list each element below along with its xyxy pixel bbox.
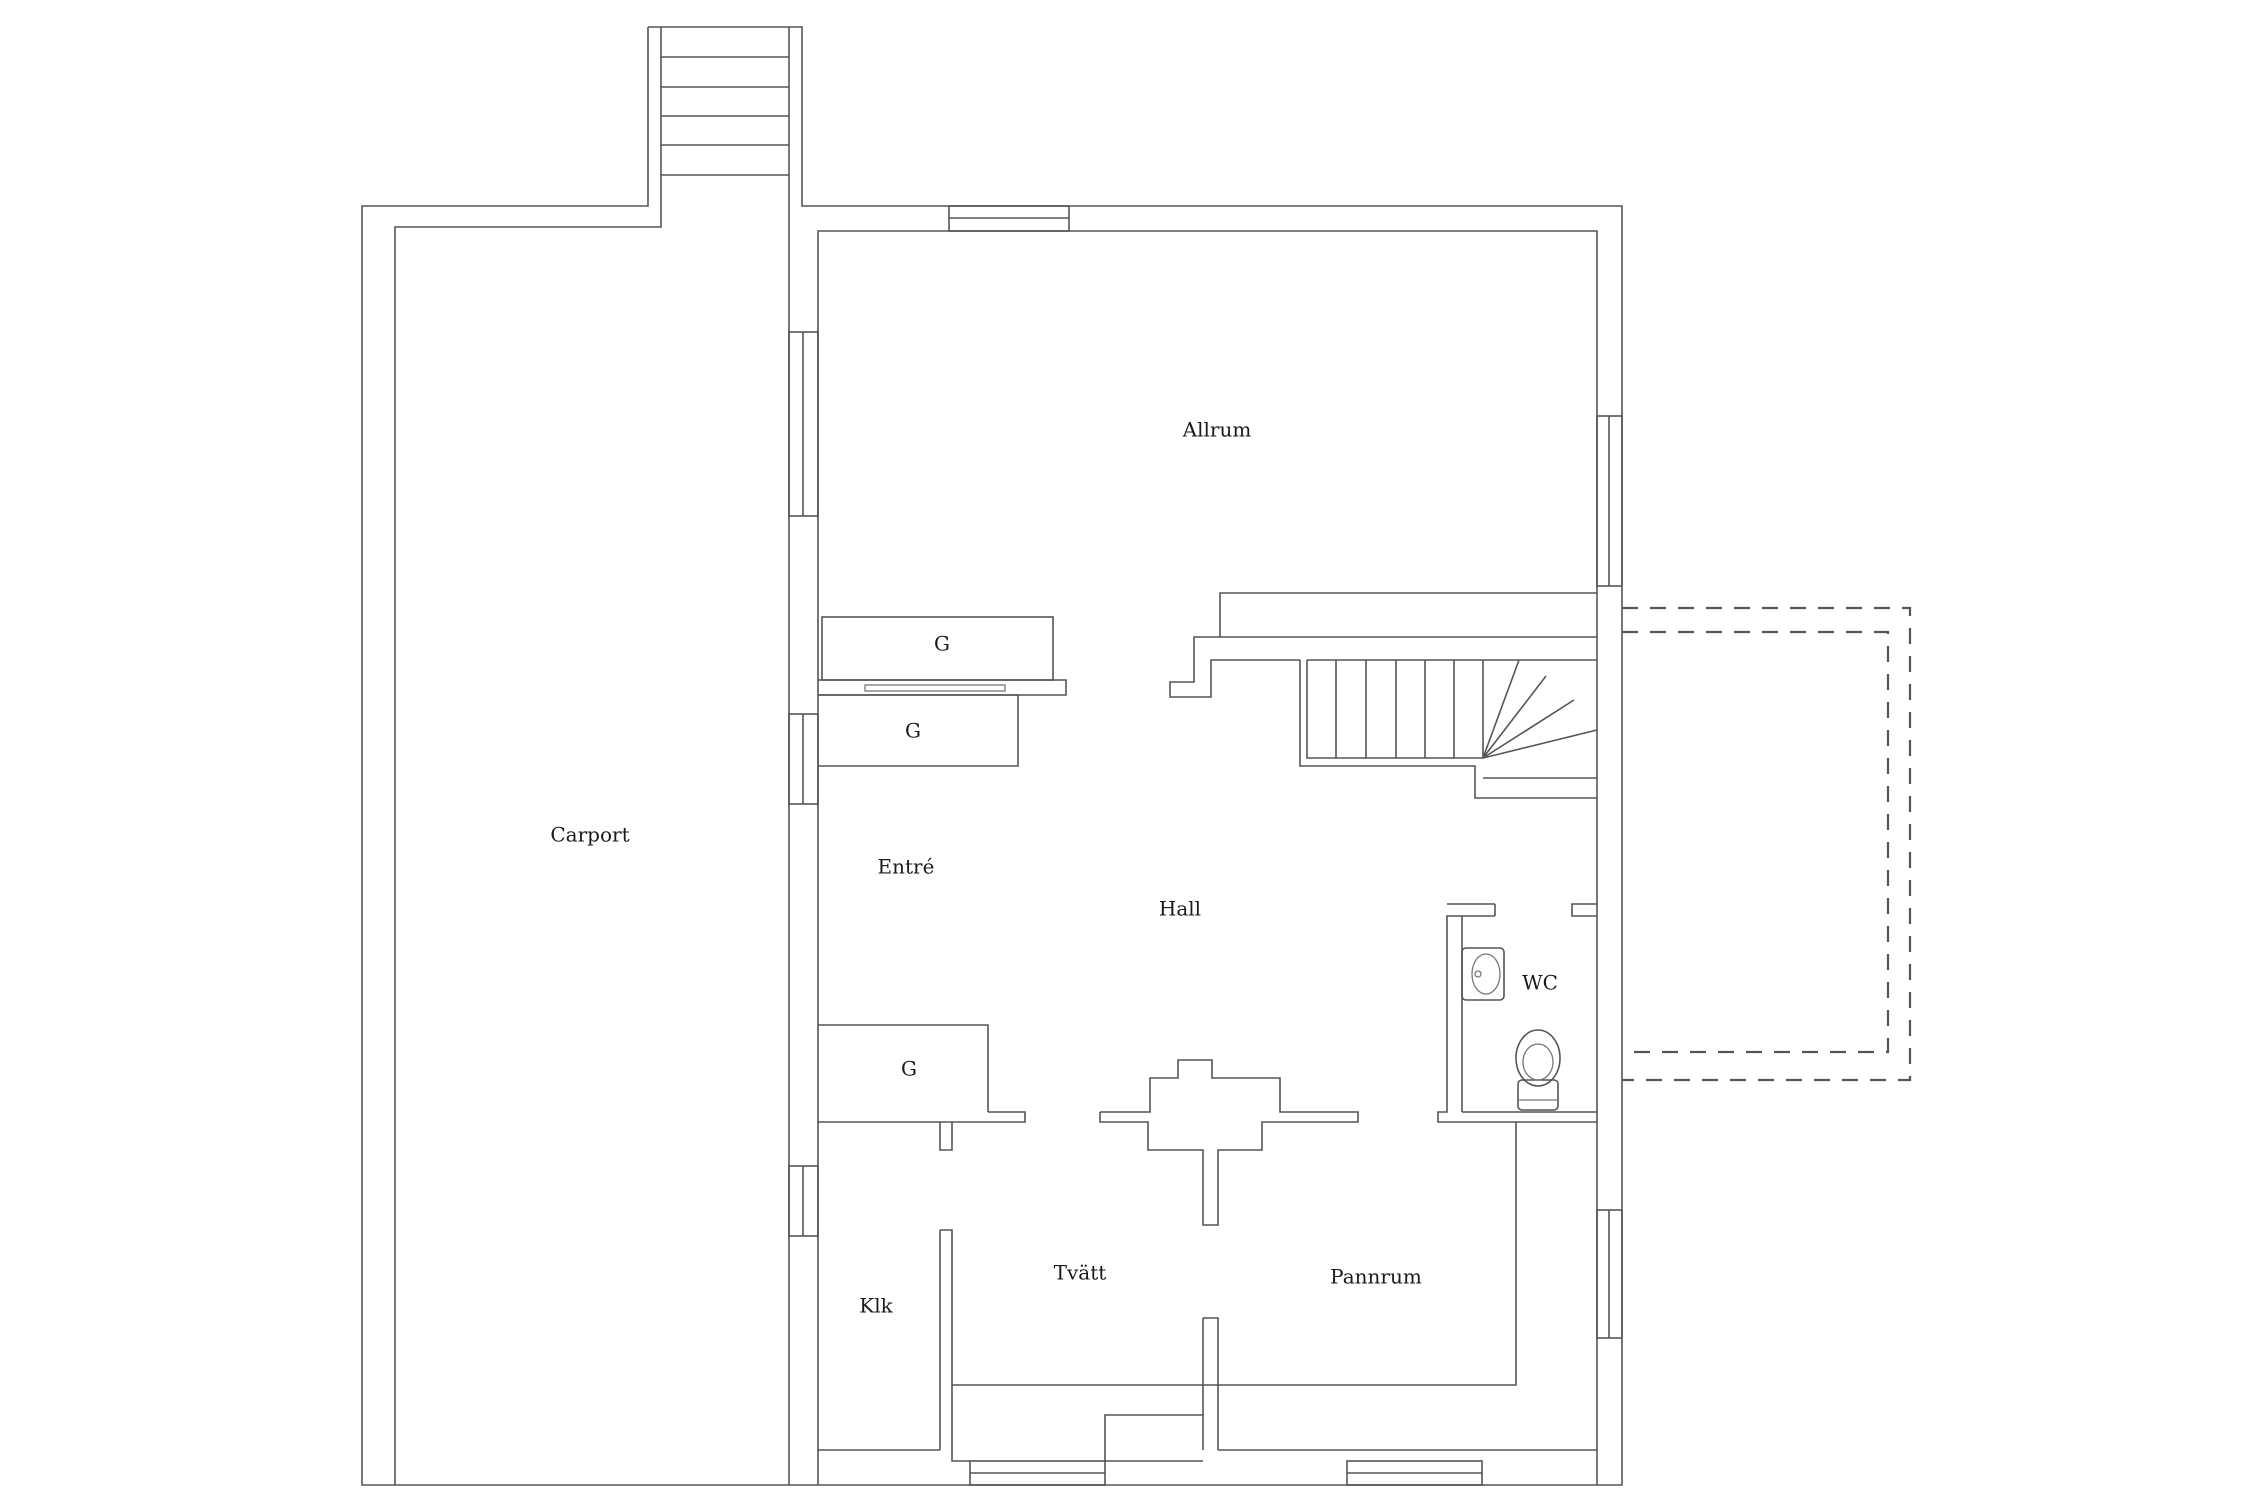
terrace-outline (1622, 606, 1912, 1082)
toilet-icon (1517, 1079, 1559, 1111)
room-label-entre: Entré (878, 855, 935, 879)
room-label-klk: Klk (859, 1294, 893, 1318)
outer-walls (361, 26, 1623, 1486)
windows (788, 205, 1623, 1486)
room-label-allrum: Allrum (1182, 418, 1252, 442)
room-label-g1: G (934, 632, 950, 656)
entrance-steps (661, 56, 789, 176)
room-label-hall: Hall (1159, 897, 1201, 921)
room-label-tvatt: Tvätt (1054, 1261, 1107, 1285)
interior-walls (818, 592, 1598, 1462)
room-labels: Carport Allrum Entré Hall WC Tvätt Pannr… (550, 418, 1558, 1318)
room-label-pannrum: Pannrum (1330, 1265, 1422, 1289)
room-label-g3: G (901, 1057, 917, 1081)
room-label-carport: Carport (550, 823, 629, 847)
wc-fixtures (1461, 947, 1561, 1111)
room-label-g2: G (905, 719, 921, 743)
sink-icon (1461, 947, 1505, 1001)
room-label-wc: WC (1522, 971, 1558, 995)
